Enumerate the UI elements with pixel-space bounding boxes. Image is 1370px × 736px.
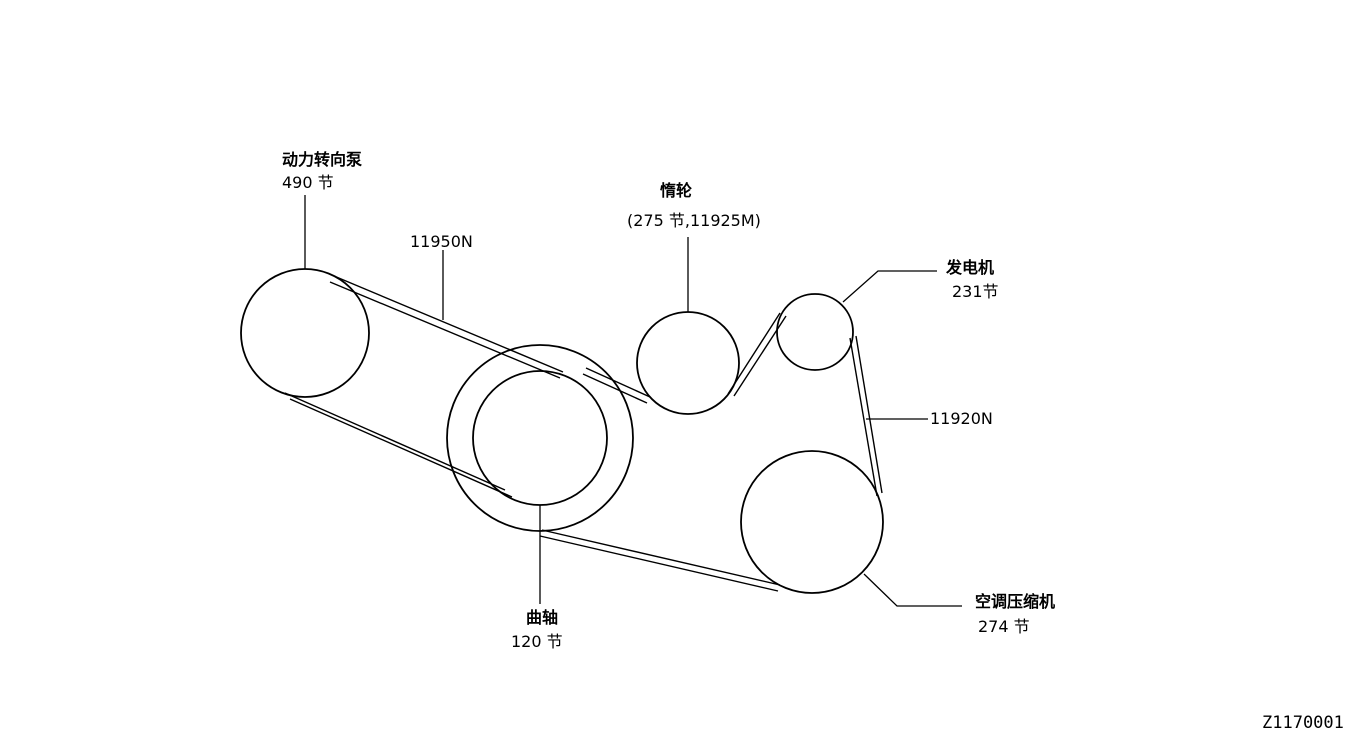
idler-name: 惰轮 bbox=[660, 181, 693, 200]
crankshaft-value: 120 节 bbox=[511, 632, 563, 651]
power-steering-pulley bbox=[240, 268, 370, 398]
alternator-value: 231节 bbox=[952, 282, 999, 301]
crankshaft-name: 曲轴 bbox=[526, 608, 559, 627]
alternator-pulley bbox=[776, 293, 854, 371]
ac-compressor-pulley bbox=[740, 450, 884, 594]
power-steering-name: 动力转向泵 bbox=[282, 150, 363, 169]
belt-11950n-label: 11950N bbox=[410, 232, 473, 251]
crankshaft-outer-pulley bbox=[446, 344, 634, 532]
ac-compressor-leader bbox=[863, 573, 962, 607]
belt-11920n-label: 11920N bbox=[930, 409, 993, 428]
ac-compressor-name: 空调压缩机 bbox=[975, 592, 1056, 611]
power-steering-value: 490 节 bbox=[282, 173, 334, 192]
ac-compressor-value: 274 节 bbox=[978, 617, 1030, 636]
belt-11920n bbox=[539, 312, 883, 592]
alternator-leader bbox=[842, 270, 937, 303]
figure-id: Z1170001 bbox=[1262, 713, 1344, 733]
idler-pulley bbox=[636, 311, 740, 415]
idler-value: (275 节,11925M) bbox=[627, 211, 761, 230]
belt-11950n bbox=[284, 275, 564, 498]
alternator-name: 发电机 bbox=[946, 258, 995, 277]
